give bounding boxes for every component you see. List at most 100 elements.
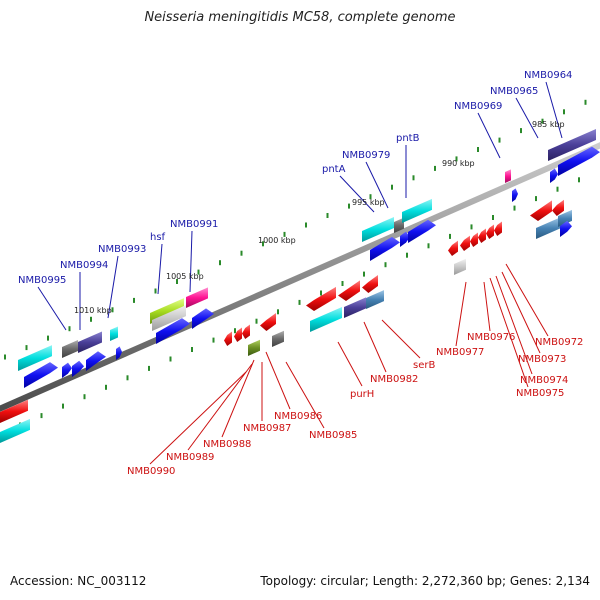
gene-plus <box>394 217 404 233</box>
gene-minus <box>248 339 260 356</box>
gene-plus <box>550 168 558 183</box>
plus-gene-label: NMB0969 <box>454 101 502 112</box>
gene-minus <box>448 240 458 256</box>
gene-plus <box>156 318 190 344</box>
topology-text: Topology: circular; Length: 2,272,360 bp… <box>260 574 590 588</box>
kbp-label: 1005 kbp <box>166 272 204 281</box>
minus-gene-label: NMB0988 <box>203 439 251 450</box>
gene-minus <box>560 220 572 237</box>
callout-line <box>455 281 467 347</box>
callout-line <box>495 275 533 375</box>
gene-plus <box>62 339 78 358</box>
gene-minus <box>552 199 564 216</box>
gene-plus <box>24 362 58 388</box>
gene-minus <box>470 232 478 247</box>
minus-gene-label: purH <box>350 389 374 400</box>
gene-minus <box>530 200 552 221</box>
minus-strand-labels: NMB0972NMB0976NMB0977NMB0973NMB0974NMB09… <box>127 332 583 477</box>
gene-plus <box>548 128 596 161</box>
gene-minus <box>454 258 466 275</box>
plus-gene-label: hsf <box>150 232 166 243</box>
position-ticks <box>4 99 587 428</box>
minus-gene-label: NMB0975 <box>516 388 564 399</box>
gene-minus <box>310 306 342 332</box>
kbp-label: 1000 kbp <box>258 236 296 245</box>
callout-line <box>337 341 363 387</box>
minus-gene-label: NMB0990 <box>127 466 175 477</box>
genome-backbone <box>0 142 600 412</box>
gene-plus <box>86 351 106 371</box>
plus-gene-label: NMB0991 <box>170 219 218 230</box>
gene-minus <box>362 274 378 293</box>
callout-line <box>365 161 389 209</box>
minus-gene-label: NMB0976 <box>467 332 515 343</box>
plus-gene-label: NMB0979 <box>342 150 390 161</box>
minus-gene-label: NMB0987 <box>243 423 291 434</box>
gene-minus <box>306 286 336 311</box>
gene-minus <box>536 217 560 239</box>
gene-plus <box>400 231 410 247</box>
callout-line <box>221 359 255 438</box>
gene-minus <box>558 209 572 227</box>
plus-gene-label: NMB0994 <box>60 260 108 271</box>
callout-line <box>489 277 529 388</box>
gene-minus <box>478 228 486 243</box>
gene-plus <box>558 146 600 176</box>
gene-plus <box>62 362 72 378</box>
gene-plus <box>370 236 400 261</box>
gene-plus <box>152 305 186 331</box>
gene-minus <box>260 312 276 331</box>
gene-minus <box>366 290 384 309</box>
gene-plus <box>72 360 84 377</box>
minus-gene-label: NMB0982 <box>370 374 418 385</box>
gene-minus <box>0 399 28 423</box>
minus-gene-label: NMB0974 <box>520 375 568 386</box>
gene-minus <box>242 324 250 339</box>
callout-line <box>285 361 325 429</box>
plus-gene-label: pntA <box>322 164 346 175</box>
gene-plus <box>110 326 118 341</box>
gene-minus <box>344 297 366 318</box>
plus-gene-label: pntB <box>396 133 420 144</box>
gene-plus <box>18 345 52 371</box>
callout-line <box>149 371 247 465</box>
gene-plus <box>362 216 394 242</box>
kbp-label: 1010 kbp <box>74 306 112 315</box>
gene-features <box>0 128 600 443</box>
gene-plus <box>512 188 518 202</box>
gene-plus <box>402 198 432 223</box>
plus-strand-labels: NMB0964NMB0965NMB0969pntBNMB0979pntANMB0… <box>18 70 572 286</box>
minus-gene-label: NMB0973 <box>518 354 566 365</box>
gene-plus <box>116 346 122 360</box>
gene-minus <box>224 331 232 346</box>
gene-minus <box>0 418 30 443</box>
callout-line <box>107 255 119 319</box>
minus-gene-label: NMB0986 <box>274 411 322 422</box>
minus-gene-label: serB <box>413 360 435 371</box>
kbp-label: 985 kbp <box>532 120 565 129</box>
callout-line <box>477 112 501 159</box>
callout-line <box>501 271 541 354</box>
gene-minus <box>494 221 502 236</box>
gene-minus <box>338 280 360 301</box>
gene-plus <box>186 287 208 308</box>
gene-minus <box>486 224 494 239</box>
callout-line <box>265 351 291 410</box>
plus-gene-label: NMB0993 <box>98 244 146 255</box>
gene-minus <box>272 330 284 347</box>
callout-line <box>339 175 375 213</box>
kbp-label: 990 kbp <box>442 159 475 168</box>
gene-plus <box>408 219 436 243</box>
callout-line <box>505 263 549 337</box>
plus-gene-label: NMB0965 <box>490 86 538 97</box>
callout-line <box>363 321 387 373</box>
gene-plus <box>505 169 511 183</box>
plus-gene-label: NMB0995 <box>18 275 66 286</box>
gene-plus <box>192 308 214 329</box>
minus-gene-label: NMB0989 <box>166 452 214 463</box>
label-callouts <box>37 81 563 465</box>
callout-line <box>545 81 563 139</box>
gene-minus <box>460 235 470 251</box>
gene-minus <box>234 327 242 342</box>
